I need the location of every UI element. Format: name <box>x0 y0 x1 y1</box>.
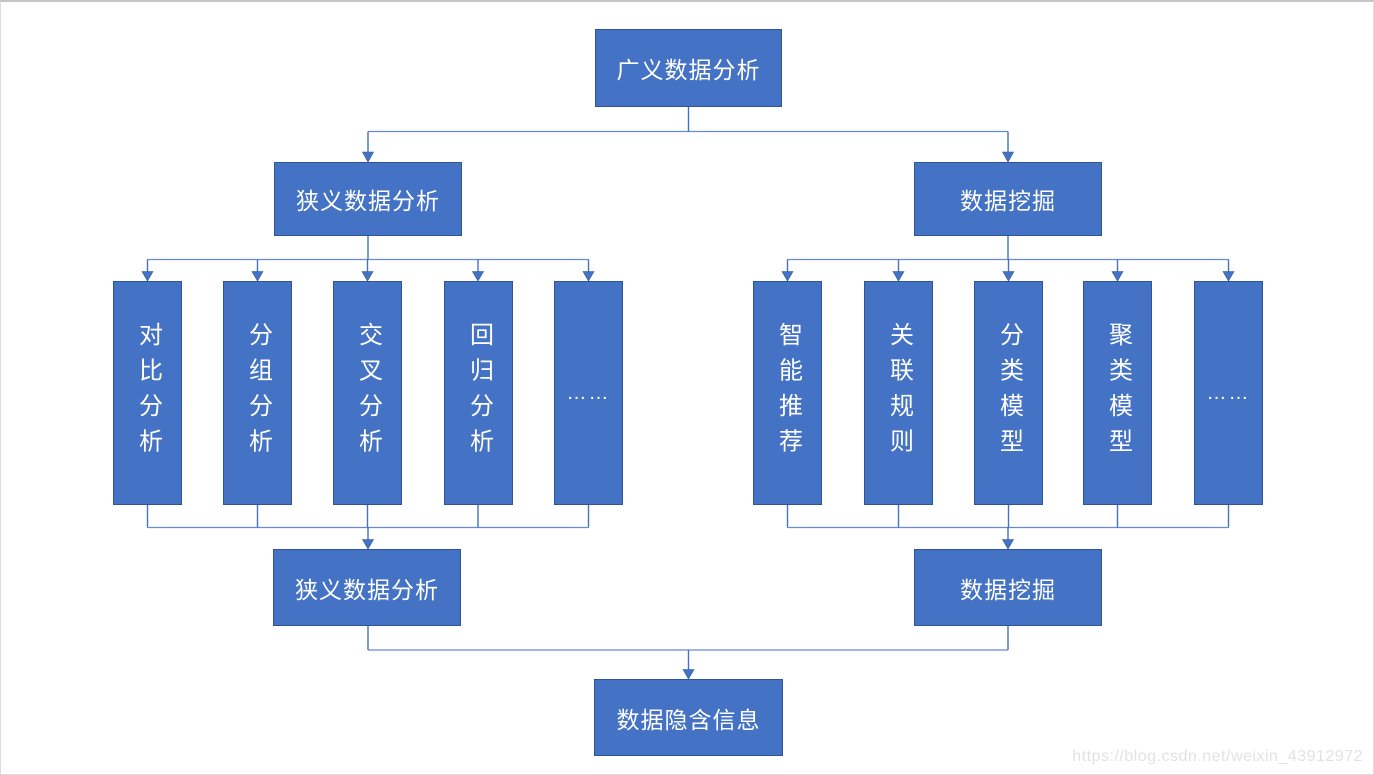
node-label: 对比分析 <box>134 321 162 465</box>
node-association-rules: 关联规则 <box>864 281 933 505</box>
node-regression-analysis: 回归分析 <box>444 281 513 505</box>
node-cross-analysis: 交叉分析 <box>333 281 402 505</box>
node-label: 智能推荐 <box>774 321 802 465</box>
node-narrow-data-analysis: 狭义数据分析 <box>274 162 462 236</box>
node-label: 交叉分析 <box>354 321 382 465</box>
node-right-ellipsis: …… <box>1194 281 1263 505</box>
node-label: 狭义数据分析 <box>296 188 440 214</box>
node-label: 分组分析 <box>244 321 272 465</box>
node-left-ellipsis: …… <box>554 281 623 505</box>
node-clustering-model: 聚类模型 <box>1083 281 1152 505</box>
node-label: 分类模型 <box>995 321 1023 465</box>
node-label: 数据挖掘 <box>960 188 1056 214</box>
node-label: 关联规则 <box>885 321 913 465</box>
node-smart-recommendation: 智能推荐 <box>753 281 822 505</box>
connector-root-to-branches <box>361 107 1015 163</box>
connector-left-branch-fanout <box>141 236 595 282</box>
node-data-mining: 数据挖掘 <box>914 162 1102 236</box>
node-label: 数据隐含信息 <box>616 706 761 733</box>
node-narrow-data-analysis-summary: 狭义数据分析 <box>273 549 461 626</box>
node-label: 数据挖掘 <box>960 576 1056 603</box>
node-label: 回归分析 <box>465 321 493 465</box>
csdn-watermark: https://blog.csdn.net/weixin_43912972 <box>1072 748 1363 765</box>
node-data-mining-summary: 数据挖掘 <box>914 549 1102 626</box>
node-label: 聚类模型 <box>1104 321 1132 465</box>
node-comparative-analysis: 对比分析 <box>113 281 182 505</box>
node-label: 狭义数据分析 <box>295 576 439 603</box>
connector-bottom-converge <box>367 626 1009 680</box>
connector-right-branch-fanout <box>781 236 1235 282</box>
node-broad-data-analysis: 广义数据分析 <box>595 29 782 107</box>
node-label: 广义数据分析 <box>616 57 761 83</box>
connector-right-converge <box>786 505 1230 550</box>
node-grouping-analysis: 分组分析 <box>223 281 292 505</box>
connector-left-converge <box>146 505 590 550</box>
node-data-hidden-information: 数据隐含信息 <box>594 679 783 756</box>
node-label: …… <box>1206 381 1251 404</box>
node-classification-model: 分类模型 <box>974 281 1043 505</box>
node-label: …… <box>566 381 611 404</box>
